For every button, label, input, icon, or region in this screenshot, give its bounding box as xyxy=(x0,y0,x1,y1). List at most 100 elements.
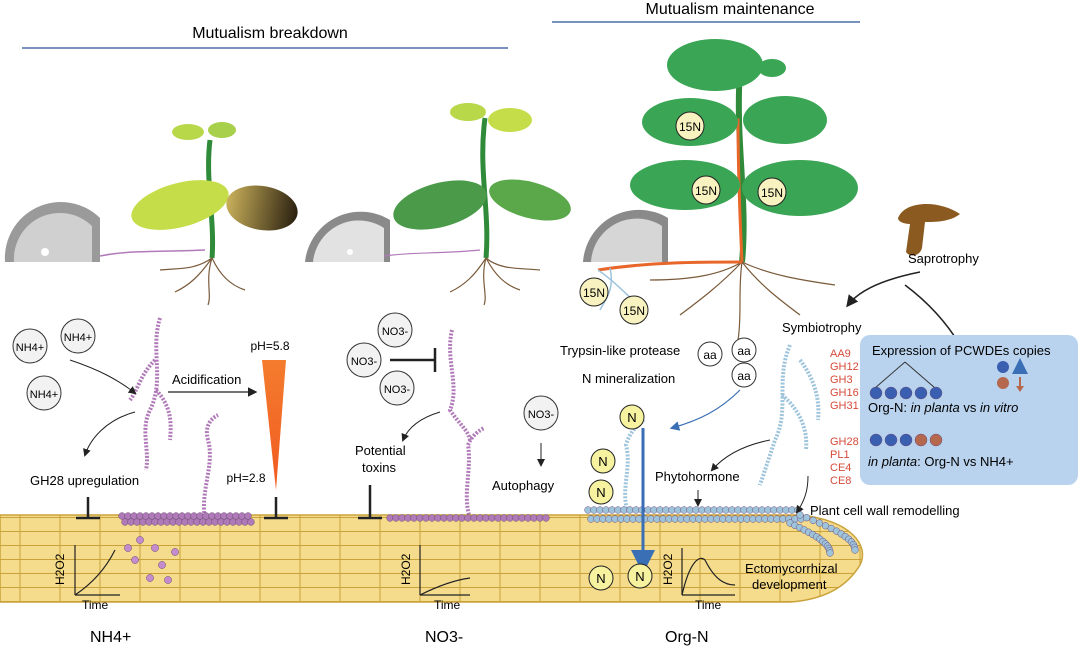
mushroom-icon xyxy=(898,203,960,256)
svg-text:NO3-: NO3- xyxy=(528,409,555,421)
potential-label: Potential xyxy=(355,443,406,458)
legend-dot-blue xyxy=(869,386,883,400)
plant-orgn xyxy=(597,39,858,341)
gh28-arrow xyxy=(83,411,136,457)
legend-dot-blue xyxy=(869,433,883,447)
bottom-label-nh4: NH4+ xyxy=(90,629,131,646)
plant-no3 xyxy=(383,103,571,306)
n15-soil-1: 15N xyxy=(579,277,609,307)
h2o2-plot-orgn: H2O2 Time xyxy=(661,548,736,612)
enzyme-label: GH31 xyxy=(830,400,859,412)
nh4-ion-2: NH4+ xyxy=(60,318,96,354)
no3-ion-3: NO3- xyxy=(379,370,415,406)
n-ion-1: N xyxy=(619,404,645,430)
header-mutualism-breakdown: Mutualism breakdown xyxy=(192,25,348,42)
hyphal-mat-nh4 xyxy=(118,512,255,584)
bottom-label-orgn: Org-N xyxy=(665,629,709,646)
plant-nh4 xyxy=(99,122,298,306)
pcw-arrow xyxy=(795,475,809,514)
pcwde-legend-box: Expression of PCWDEs copies Org-N: in pl… xyxy=(860,335,1078,485)
svg-text:15N: 15N xyxy=(623,304,645,318)
saprotrophy-arrow xyxy=(846,271,921,308)
svg-text:NO3-: NO3- xyxy=(351,356,378,368)
legend-row2: in planta: Org-N vs NH4+ xyxy=(868,454,1014,469)
aa-3: aa xyxy=(731,362,757,388)
svg-text:H2O2: H2O2 xyxy=(661,553,675,585)
legend-row1: Org-N: in planta vs in vitro xyxy=(868,400,1018,415)
n-ion-2: N xyxy=(590,448,616,474)
svg-text:15N: 15N xyxy=(679,120,701,134)
svg-text:NH4+: NH4+ xyxy=(64,332,92,344)
legend-dot-blue xyxy=(884,433,898,447)
symbiotrophy-label: Symbiotrophy xyxy=(782,320,862,335)
n-mineralization-label: N mineralization xyxy=(582,371,675,386)
phytohormone-label: Phytohormone xyxy=(655,469,740,484)
saprotrophy-label: Saprotrophy xyxy=(908,251,979,266)
svg-text:Time: Time xyxy=(695,598,722,612)
enzyme-label: GH28 xyxy=(830,436,859,448)
enzyme-label: AA9 xyxy=(830,348,851,360)
enzyme-label: PL1 xyxy=(830,449,850,461)
n15-leaf-1: 15N xyxy=(675,111,705,141)
hypha-no3-1 xyxy=(447,329,472,441)
ph-high-label: pH=5.8 xyxy=(250,339,289,353)
n15-leaf-3: 15N xyxy=(757,177,787,207)
ph-low-label: pH=2.8 xyxy=(226,471,265,485)
root-tissue xyxy=(0,514,864,603)
autophagy-label: Autophagy xyxy=(492,478,555,493)
n15-leaf-2: 15N xyxy=(691,175,721,205)
hyphal-mat-no3 xyxy=(386,514,550,522)
svg-text:Time: Time xyxy=(82,598,109,612)
inhibit-no3 xyxy=(390,348,437,372)
hypha-no3-2 xyxy=(464,426,485,519)
svg-text:N: N xyxy=(596,571,605,586)
n-ion-5: N xyxy=(627,563,653,589)
legend-down-dot xyxy=(997,377,1009,389)
hypha-orgn-1 xyxy=(623,418,646,513)
legend-dot-brown xyxy=(914,433,928,447)
no3-ion-1: NO3- xyxy=(377,312,413,348)
svg-text:Time: Time xyxy=(434,598,461,612)
svg-text:N: N xyxy=(635,569,644,584)
petri-dish-orgn xyxy=(583,209,668,262)
svg-text:NH4+: NH4+ xyxy=(30,389,58,401)
bottom-label-no3: NO3- xyxy=(425,629,463,646)
n15-soil-2: 15N xyxy=(619,295,649,325)
ecto-label-1: Ectomycorrhizal xyxy=(745,561,838,576)
aa-uptake-arrow xyxy=(669,389,741,431)
n-ion-3: N xyxy=(588,479,614,505)
enzyme-label: CE8 xyxy=(830,475,851,487)
hypha-nh4-1 xyxy=(128,317,173,471)
aa-2: aa xyxy=(731,337,757,363)
legend-dot-brown xyxy=(929,433,943,447)
phytohormone-arrow-in xyxy=(710,439,771,472)
nh4-uptake-arrow xyxy=(69,359,137,395)
enzyme-label: GH12 xyxy=(830,361,859,373)
svg-text:15N: 15N xyxy=(583,286,605,300)
toxins-arrow xyxy=(401,411,441,442)
legend-dot-blue xyxy=(899,386,913,400)
legend-title: Expression of PCWDEs copies xyxy=(872,343,1051,358)
header-mutualism-maintenance: Mutualism maintenance xyxy=(646,1,815,18)
nh4-ion-3: NH4+ xyxy=(26,375,62,411)
svg-text:N: N xyxy=(627,410,636,425)
nh4-ion-1: NH4+ xyxy=(12,328,48,364)
hyphal-mantle-orgn xyxy=(584,506,859,557)
svg-text:aa: aa xyxy=(703,348,717,362)
trypsin-label: Trypsin-like protease xyxy=(560,343,680,358)
svg-text:N: N xyxy=(596,485,605,500)
legend-dot-blue xyxy=(929,386,943,400)
svg-text:aa: aa xyxy=(737,369,751,383)
svg-text:NH4+: NH4+ xyxy=(16,342,44,354)
svg-text:15N: 15N xyxy=(761,186,783,200)
svg-text:H2O2: H2O2 xyxy=(53,553,67,585)
inhibit-gh28 xyxy=(76,497,100,520)
aa-1: aa xyxy=(697,341,723,367)
h2o2-plot-no3: H2O2 Time xyxy=(399,545,471,612)
petri-dish-nh4 xyxy=(4,202,100,262)
gh28-upregulation-label: GH28 upregulation xyxy=(30,473,139,488)
svg-text:aa: aa xyxy=(737,344,751,358)
